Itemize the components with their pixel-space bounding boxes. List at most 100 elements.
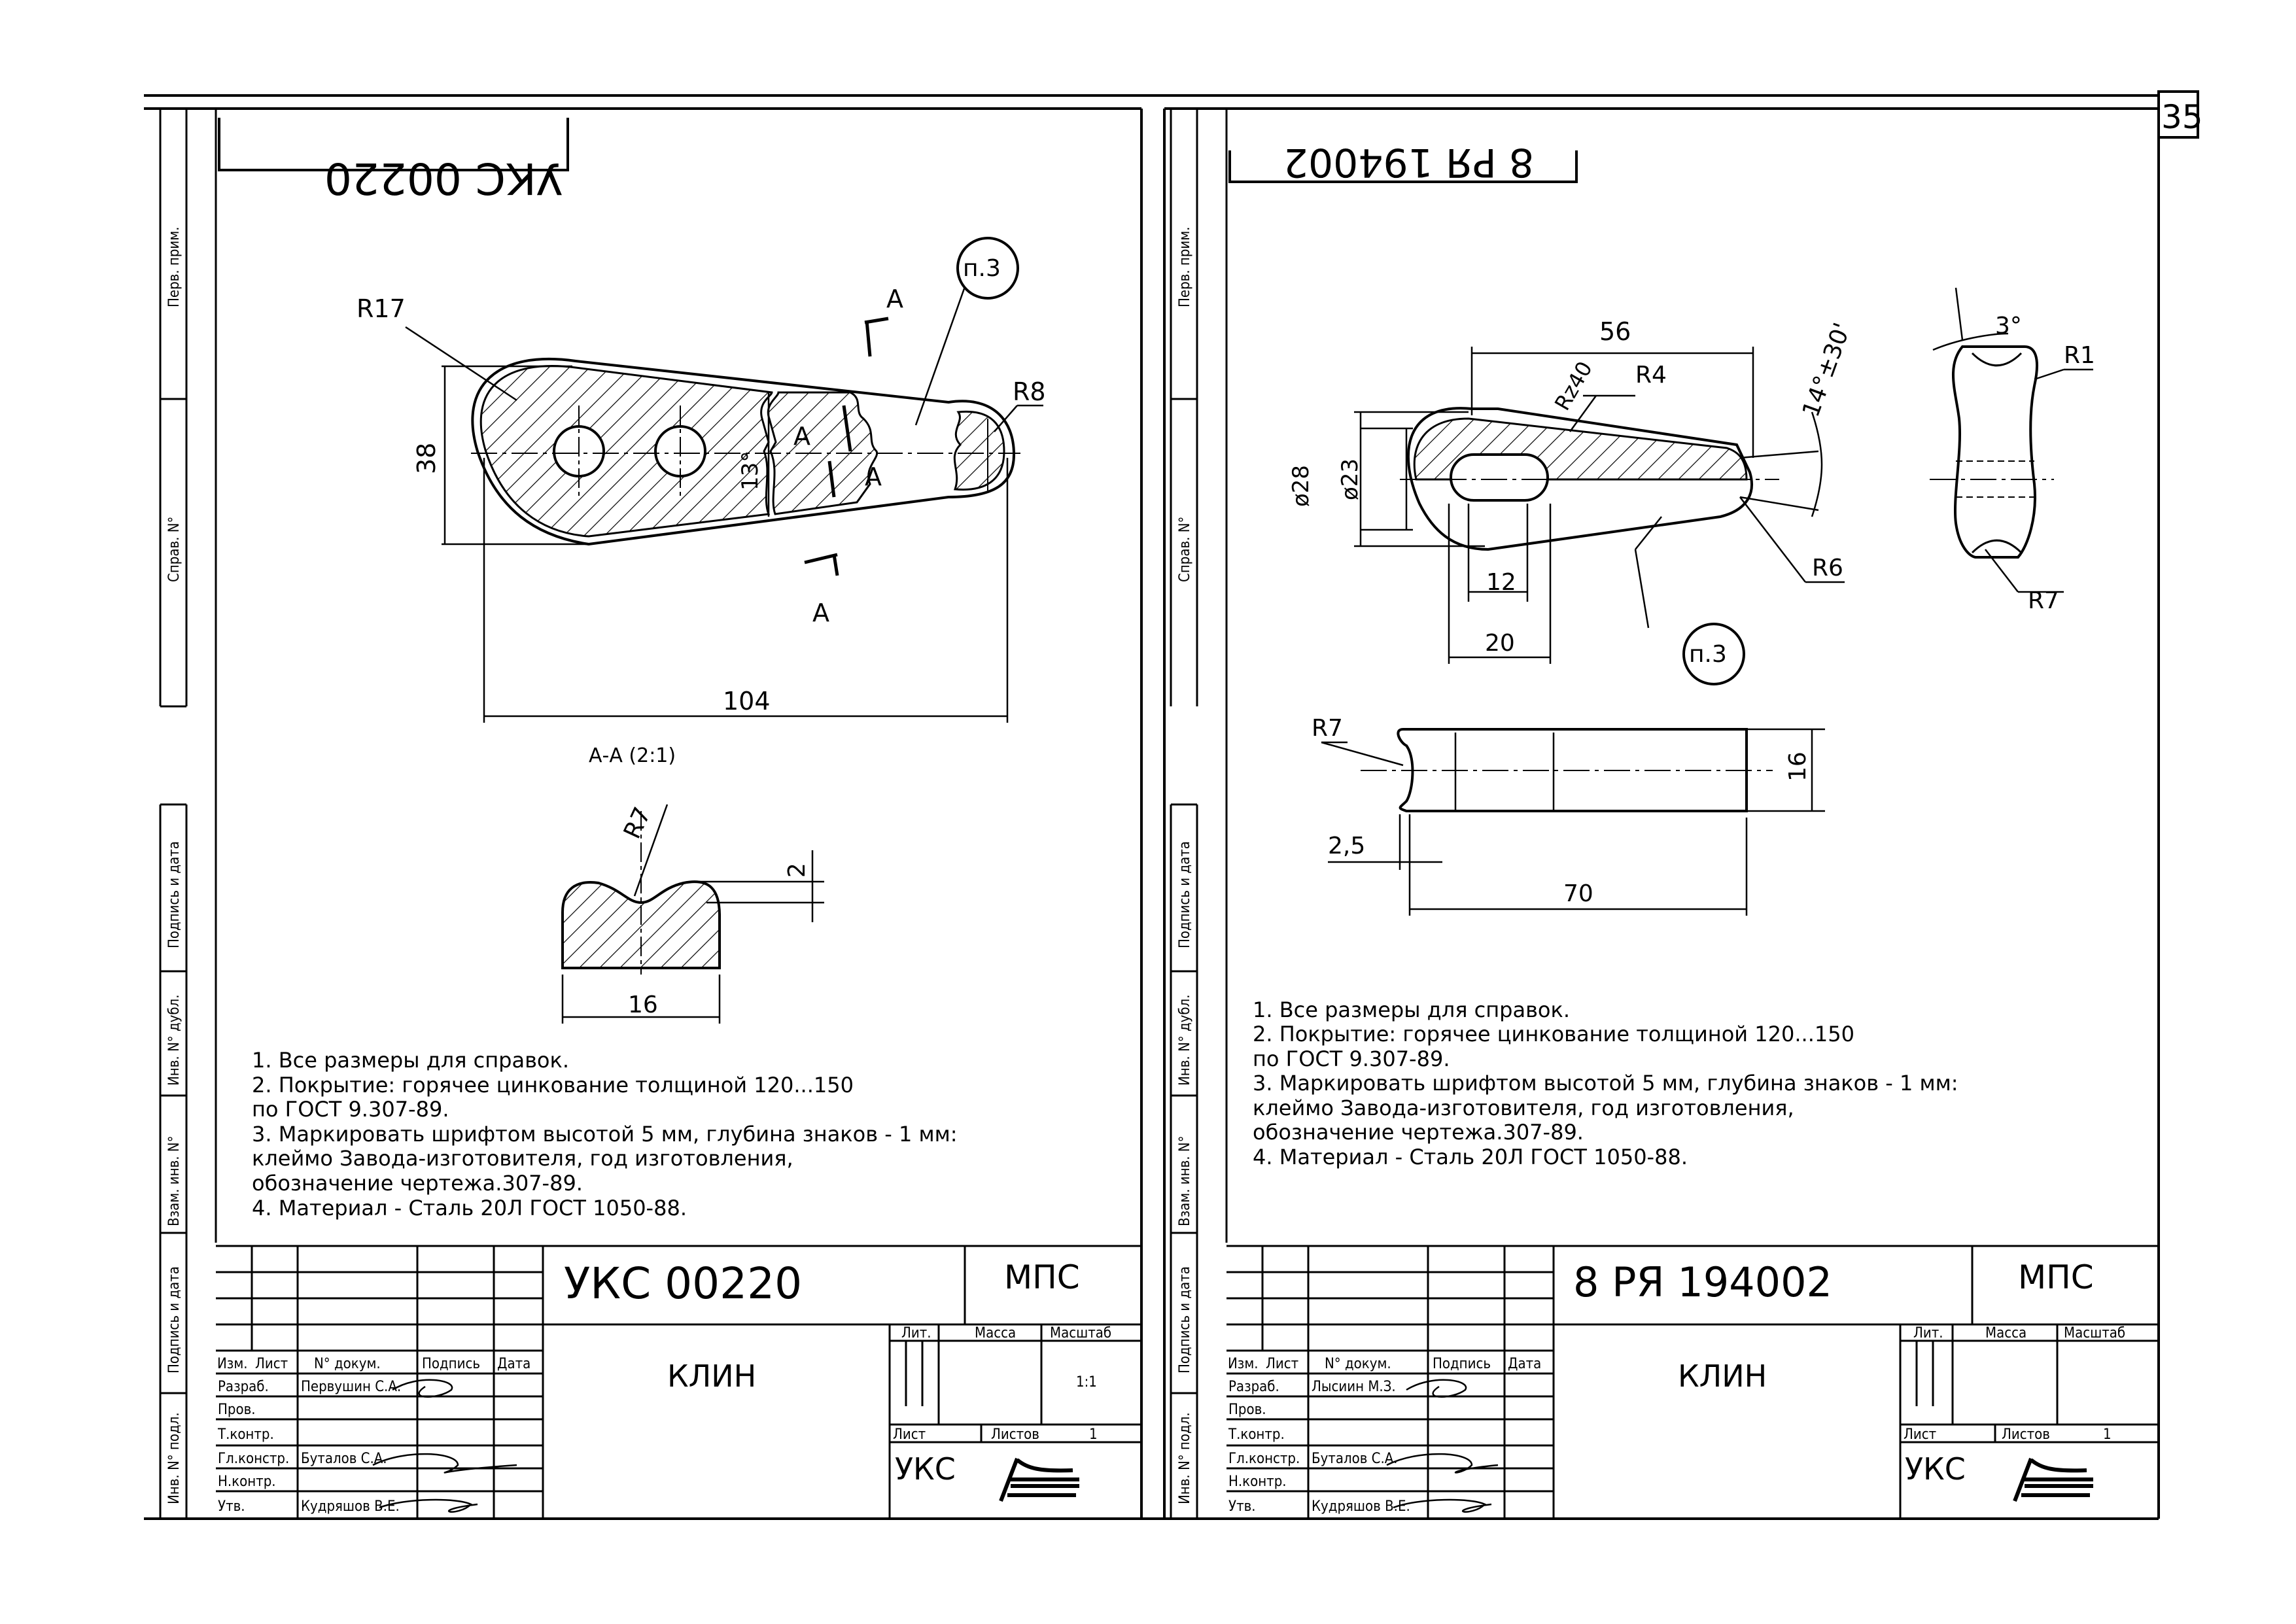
side-label-dubl: Инв. N° дубл. <box>166 995 183 1086</box>
drawing-text: 1:1 <box>1076 1374 1097 1391</box>
side-label-sprav-r: Справ. N° <box>1177 517 1193 582</box>
side-label-perv-r: Перв. прим. <box>1177 227 1193 307</box>
sec-a-bot: A <box>812 598 829 627</box>
dim-56: 56 <box>1599 317 1631 346</box>
drawing-text: Лист <box>255 1356 288 1372</box>
drawing-text: Т.контр. <box>217 1426 274 1443</box>
side-label-podl-r: Инв. N° подл. <box>1177 1412 1193 1504</box>
dim-rz40: Rz40 <box>1550 357 1597 415</box>
left-section-title: А-А (2:1) <box>589 744 676 767</box>
drawing-text: Листов <box>2002 1426 2050 1443</box>
drawing-text: Масштаб <box>1050 1325 1111 1341</box>
right-mirror-code: 8 РЯ 194002 <box>1283 139 1534 185</box>
drawing-text: Н.контр. <box>1228 1474 1287 1490</box>
right-tb-org: МПС <box>2018 1258 2094 1296</box>
side-label-perv: Перв. прим. <box>166 227 183 307</box>
left-title-block: УКС 00220 МПС КЛИН Лит. Масса Масштаб 1:… <box>216 1245 1141 1519</box>
dim-2-5: 2,5 <box>1328 833 1365 859</box>
side-label-podl: Инв. N° подл. <box>166 1412 183 1504</box>
side-label-sign1-r: Подпись и дата <box>1177 841 1193 948</box>
side-label-vzam-r: Взам. инв. N° <box>1177 1136 1193 1226</box>
dim-70: 70 <box>1563 880 1593 907</box>
dim-r8: R8 <box>1013 377 1046 406</box>
side-label-sprav: Справ. N° <box>166 517 183 582</box>
left-logo <box>999 1457 1079 1502</box>
drawing-text: Лит. <box>901 1325 931 1341</box>
drawing-text: 4. Материал - Сталь 20Л ГОСТ 1050-88. <box>1253 1145 1688 1169</box>
drawing-text: клеймо Завода-изготовителя, год изготовл… <box>252 1146 793 1171</box>
drawing-text: Разраб. <box>1228 1379 1279 1395</box>
left-code-box: УКС 00220 <box>218 118 569 203</box>
drawing-text: Т.контр. <box>1228 1426 1285 1443</box>
drawing-text: Листов <box>991 1426 1039 1443</box>
drawing-text: 2. Покрытие: горячее цинкование толщиной… <box>1253 1022 1854 1046</box>
drawing-text: Дата <box>497 1356 531 1372</box>
drawing-text: Лист <box>893 1426 926 1443</box>
drawing-text: Подпись <box>422 1356 480 1372</box>
right-logo <box>2013 1457 2093 1502</box>
drawing-text: 2. Покрытие: горячее цинкование толщиной… <box>252 1073 854 1097</box>
dim-13deg: 13° <box>737 451 763 491</box>
left-tb-name: КЛИН <box>667 1358 756 1394</box>
right-title-block: 8 РЯ 194002 МПС КЛИН Лит. Масса Масштаб … <box>1226 1245 2159 1519</box>
drawing-text: Утв. <box>1228 1498 1256 1515</box>
drawing-text: Лит. <box>1913 1325 1943 1341</box>
left-tb-org: МПС <box>1004 1258 1080 1296</box>
drawing-text: N° докум. <box>1325 1356 1391 1372</box>
drawing-text: по ГОСТ 9.307-89. <box>252 1097 449 1122</box>
right-side-strip: Перв. прим. Справ. N° Подпись и дата Инв… <box>1170 109 1228 1519</box>
left-tb-firm: УКС <box>895 1451 956 1487</box>
drawing-text: обозначение чертежа.307-89. <box>252 1171 583 1196</box>
side-label-sign1: Подпись и дата <box>166 841 183 948</box>
drawing-text: Н.контр. <box>218 1474 276 1490</box>
dim-2: 2 <box>784 863 810 878</box>
left-callout-p3: п.3 <box>963 255 1001 282</box>
drawing-text: Гл.констр. <box>1228 1451 1300 1467</box>
drawing-text: обозначение чертежа.307-89. <box>1253 1120 1584 1145</box>
drawing-text: 1 <box>1089 1426 1098 1443</box>
dim-left-16: 16 <box>628 992 658 1018</box>
dim-left-r7: R7 <box>619 803 656 843</box>
side-label-sign2: Подпись и дата <box>166 1266 183 1373</box>
drawing-text: Масштаб <box>2064 1325 2125 1341</box>
drawing-text: 1 <box>2103 1426 2112 1443</box>
drawing-text: по ГОСТ 9.307-89. <box>1253 1046 1450 1071</box>
drawing-text: Пров. <box>218 1402 256 1418</box>
right-callout-p3: п.3 <box>1689 641 1727 668</box>
left-section-aa: А-А (2:1) R7 2 16 <box>561 744 824 1024</box>
drawing-text: Подпись <box>1433 1356 1491 1372</box>
sec-a-top: A <box>886 285 903 313</box>
dim-38: 38 <box>412 443 441 474</box>
side-label-sign2-r: Подпись и дата <box>1177 1266 1193 1373</box>
left-notes: 1. Все размеры для справок. 2. Покрытие:… <box>252 1048 958 1220</box>
left-side-strip: Перв. прим. Справ. N° Подпись и дата Инв… <box>159 109 217 1519</box>
right-part-view: 56 Rz40 R4 14°±30' ø28 ø23 12 20 R6 п.3 <box>1288 317 1856 685</box>
drawing-text: 3. Маркировать шрифтом высотой 5 мм, глу… <box>1253 1071 1958 1096</box>
drawing-text: 4. Материал - Сталь 20Л ГОСТ 1050-88. <box>252 1196 687 1220</box>
drawing-text: Лист <box>1266 1356 1298 1372</box>
drawing-text: 1. Все размеры для справок. <box>252 1048 569 1073</box>
right-notes: 1. Все размеры для справок. 2. Покрытие:… <box>1253 997 1958 1169</box>
left-tb-code: УКС 00220 <box>564 1258 802 1309</box>
drawing-text: Буталов С.А. <box>1312 1451 1398 1467</box>
drawing-text: N° докум. <box>314 1356 381 1372</box>
left-part-view: R17 38 R8 13° 104 A A A A п.3 <box>357 237 1046 723</box>
drawing-text: 1. Все размеры для справок. <box>1253 997 1570 1022</box>
drawing-text: Масса <box>975 1325 1016 1341</box>
drawing-text: Лист <box>1904 1426 1936 1443</box>
left-mirror-code: УКС 00220 <box>324 153 563 203</box>
dim-d23: ø23 <box>1337 458 1363 500</box>
right-tb-firm: УКС <box>1905 1451 1966 1487</box>
dim-r6: R6 <box>1812 555 1843 581</box>
dim-3deg: 3° <box>1995 313 2022 339</box>
dim-12: 12 <box>1486 569 1516 596</box>
page-number: 35 <box>2161 98 2203 136</box>
dim-104: 104 <box>723 687 771 716</box>
drawing-text: 3. Маркировать шрифтом высотой 5 мм, глу… <box>252 1122 958 1147</box>
drawing-text: Разраб. <box>218 1379 269 1395</box>
dim-r7-side: R7 <box>2028 587 2059 614</box>
drawing-text: Лысиин М.З. <box>1312 1379 1396 1395</box>
page-number-box: 35 <box>2157 90 2203 139</box>
dim-r1: R1 <box>2064 342 2095 369</box>
dim-r4: R4 <box>1635 362 1667 389</box>
